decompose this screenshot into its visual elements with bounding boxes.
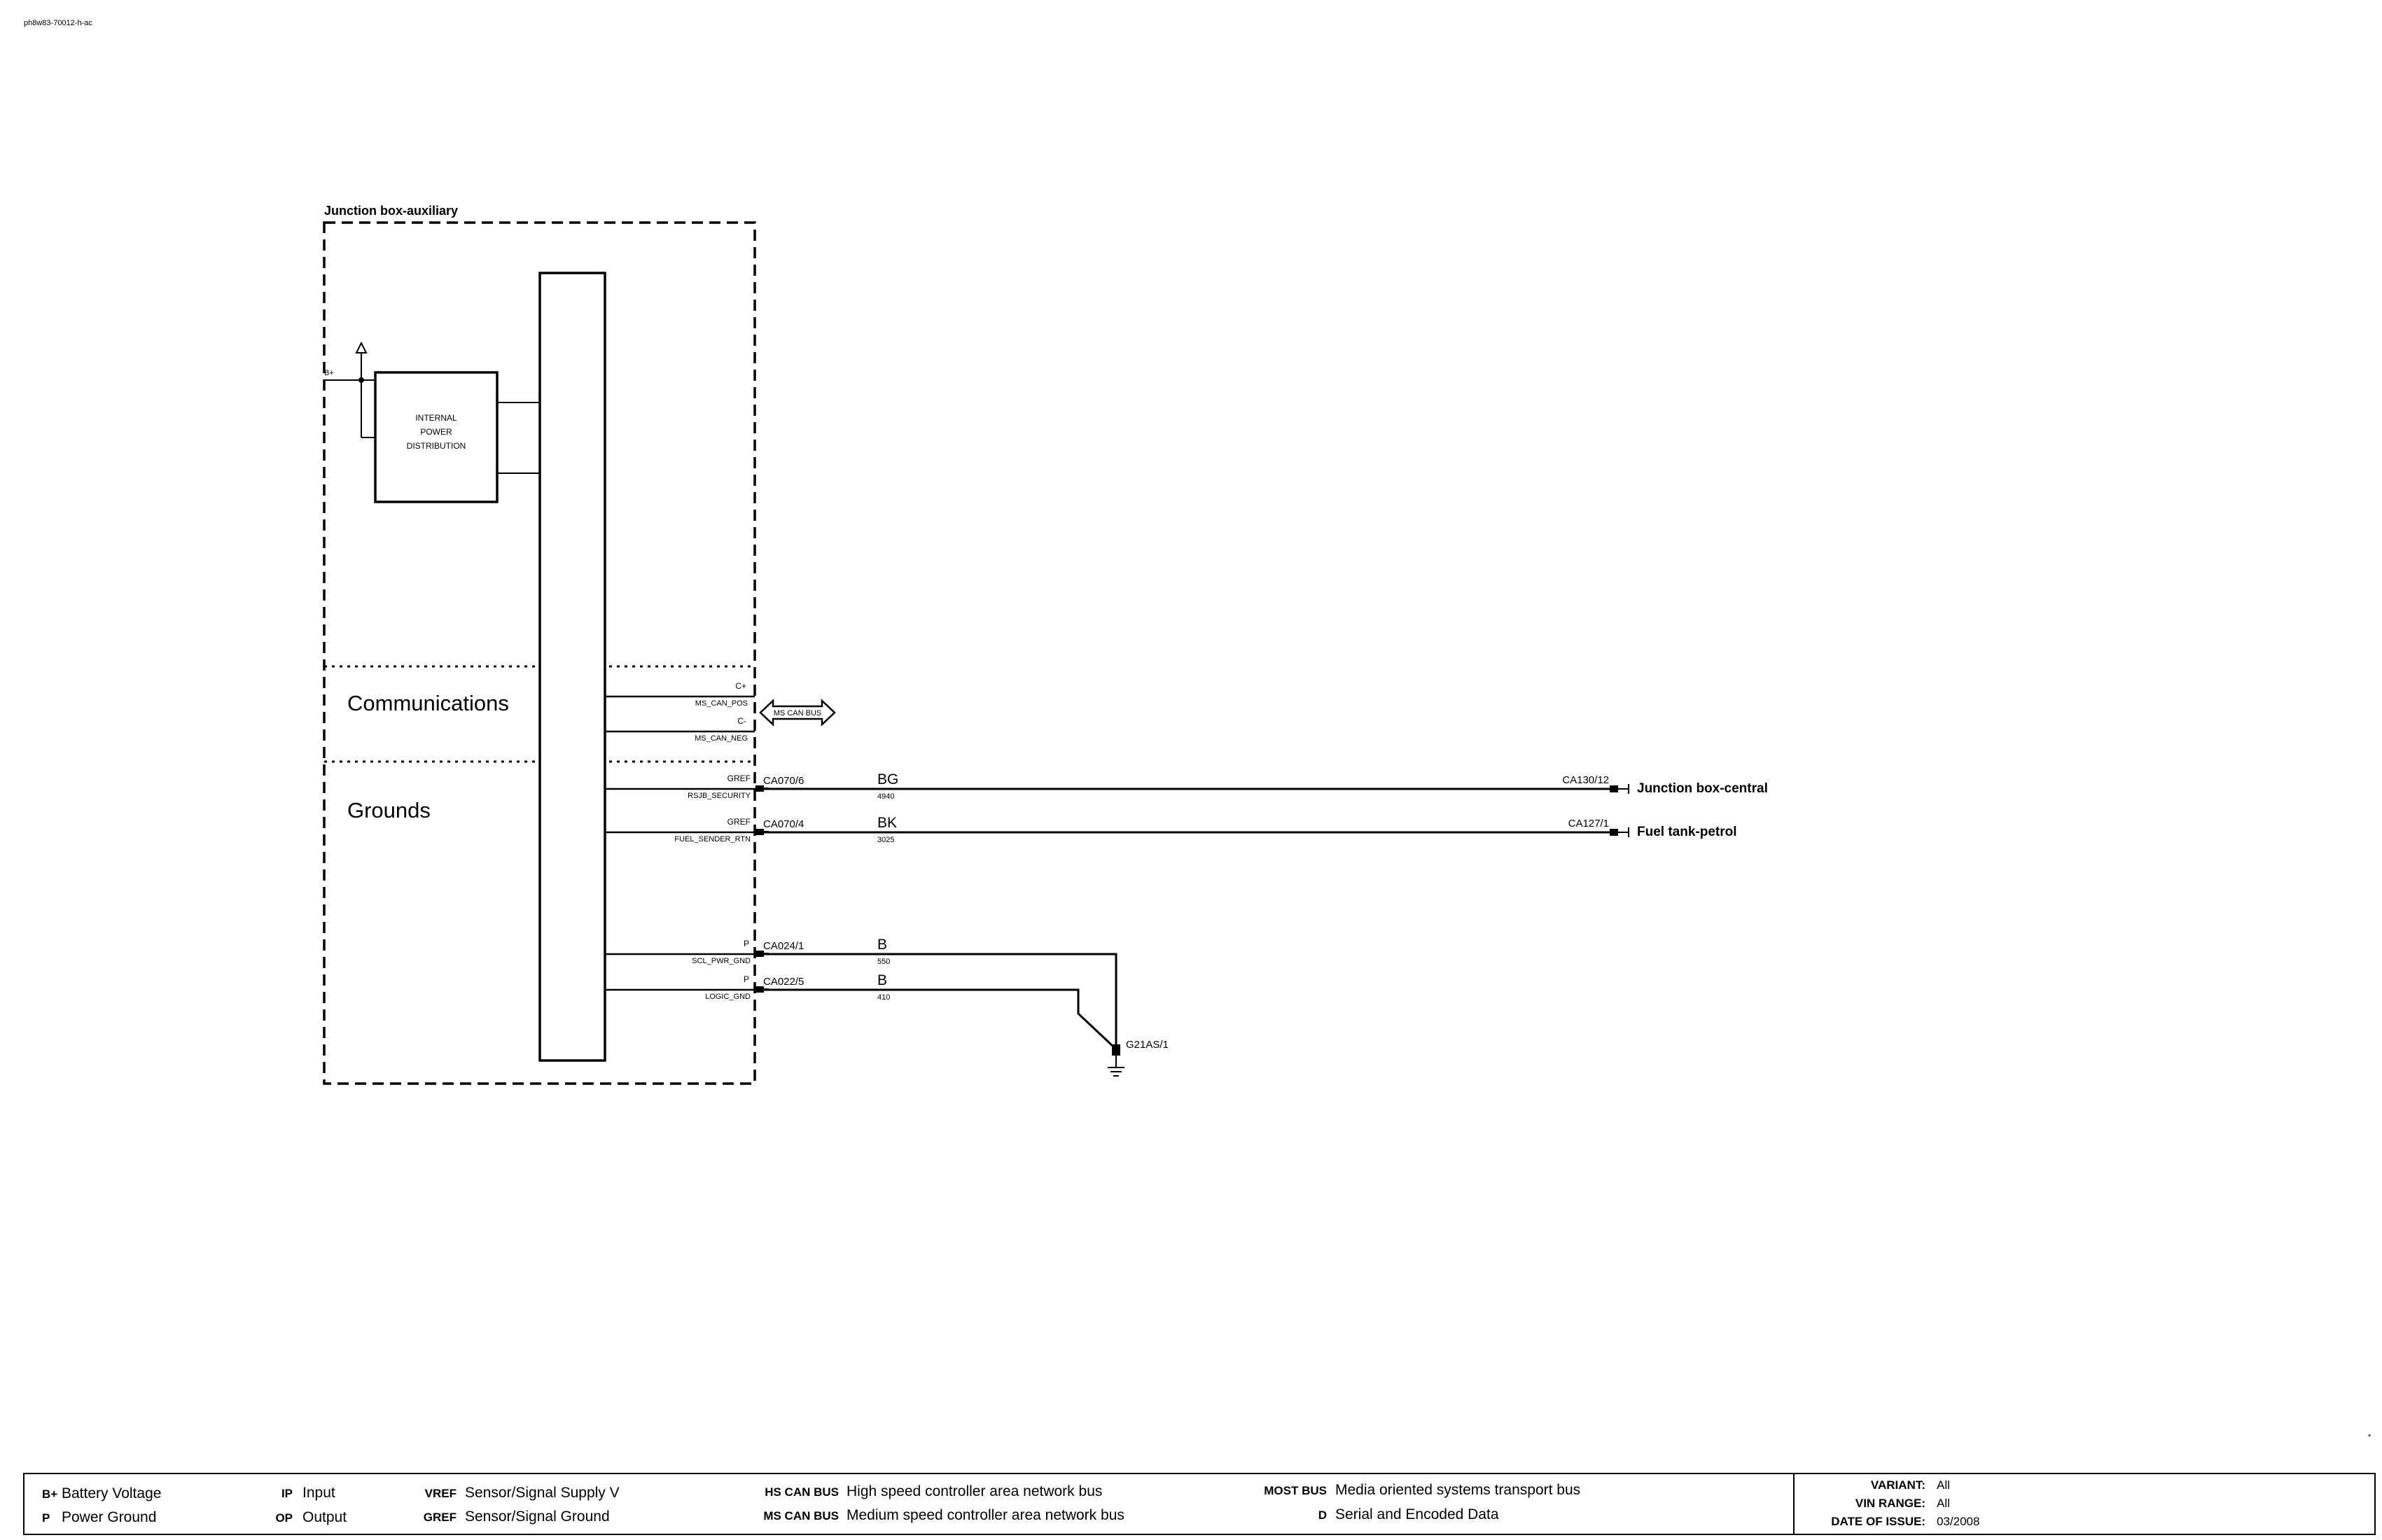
legend-desc: Media oriented systems transport bus	[1335, 1482, 1580, 1498]
legend-abbr: GREF	[424, 1511, 457, 1524]
destination-junction-box-central: Junction box-central	[1637, 781, 1768, 796]
ipd-label-line-3: DISTRIBUTION	[407, 441, 466, 451]
module-title: Junction box-auxiliary	[324, 204, 458, 218]
wire-scl-pwr-gnd-ground	[755, 953, 1117, 1046]
pin-type: C+	[735, 681, 746, 691]
connector-id: CA070/4	[763, 818, 804, 830]
ipd-label-line-2: POWER	[420, 427, 452, 437]
legend-desc: Output	[302, 1509, 347, 1525]
legend-desc: Medium speed controller area network bus	[847, 1507, 1124, 1523]
connector-bar	[538, 272, 606, 1062]
legend-abbr: OP	[275, 1511, 293, 1525]
legend-abbr: P	[42, 1511, 50, 1525]
legend-desc: Power Ground	[62, 1509, 156, 1525]
far-connector-id: CA127/1	[1568, 818, 1609, 830]
legend-abbr: B+	[42, 1488, 57, 1501]
grounds-label: Grounds	[347, 798, 431, 822]
bus-label: MS CAN BUS	[774, 709, 821, 718]
info-value: All	[1937, 1497, 1950, 1510]
ipd-label-line-1: INTERNAL	[415, 413, 457, 423]
far-terminals	[1610, 784, 1629, 837]
wire-color: BG	[877, 771, 898, 788]
legend-abbr: VREF	[425, 1487, 457, 1500]
info-label: DATE OF ISSUE:	[1831, 1515, 1925, 1528]
legend-desc: Sensor/Signal Ground	[465, 1508, 610, 1525]
pin-type: GREF	[727, 817, 751, 827]
ms-can-bus-arrow-icon	[759, 699, 836, 727]
ground-symbol-icon	[1108, 1044, 1124, 1077]
far-connector-id: CA130/12	[1562, 774, 1609, 786]
pin-name: SCL_PWR_GND	[692, 957, 751, 965]
wire-color: BK	[877, 815, 897, 831]
circuit-number: 4940	[877, 792, 894, 801]
legend-abbr: MS CAN BUS	[763, 1509, 839, 1522]
circuit-number: 550	[877, 958, 890, 966]
document-id: ph8w83-70012-h-ac	[24, 19, 92, 27]
pin-type: GREF	[727, 774, 751, 783]
pin-name: RSJB_SECURITY	[688, 792, 751, 800]
legend-desc: Input	[302, 1485, 335, 1501]
communications-label: Communications	[347, 691, 509, 715]
terminal-set	[755, 785, 769, 993]
ground-label: G21AS/1	[1126, 1039, 1169, 1051]
battery-label: B+	[324, 369, 334, 377]
circuit-number: 410	[877, 993, 890, 1002]
info-label: VIN RANGE:	[1855, 1497, 1925, 1510]
legend-abbr: MOST BUS	[1264, 1484, 1327, 1497]
pin-name: MS_CAN_NEG	[695, 734, 748, 743]
legend-panel	[23, 1473, 2376, 1535]
circuit-number: 3025	[877, 836, 894, 844]
legend-abbr: IP	[281, 1487, 293, 1500]
corner-mark: *	[2368, 1433, 2371, 1441]
info-value: All	[1937, 1478, 1950, 1492]
info-value: 03/2008	[1937, 1515, 1979, 1528]
legend-abbr: D	[1318, 1508, 1327, 1522]
splice-dot	[358, 377, 364, 383]
module-boundary	[323, 221, 756, 1085]
destination-fuel-tank-petrol: Fuel tank-petrol	[1637, 825, 1737, 839]
pin-name: LOGIC_GND	[705, 993, 751, 1001]
pin-name: MS_CAN_POS	[695, 699, 748, 708]
connector-id: CA070/6	[763, 775, 804, 787]
legend-desc: High speed controller area network bus	[847, 1483, 1102, 1499]
supply-arrow-icon	[355, 341, 368, 354]
legend-abbr: HS CAN BUS	[765, 1485, 839, 1499]
pin-name: FUEL_SENDER_RTN	[674, 835, 751, 844]
pin-type: P	[744, 974, 749, 984]
wire-logic-gnd-ground	[755, 988, 1115, 1048]
pin-type: C-	[737, 716, 746, 726]
wire-color: B	[877, 972, 887, 988]
connector-id: CA024/1	[763, 940, 804, 952]
connector-id: CA022/5	[763, 976, 804, 988]
legend-desc: Serial and Encoded Data	[1335, 1506, 1499, 1522]
wire-color: B	[877, 937, 887, 953]
pin-type: P	[744, 939, 749, 948]
internal-power-distribution-box	[374, 371, 499, 503]
legend-desc: Sensor/Signal Supply V	[465, 1485, 620, 1501]
legend-desc: Battery Voltage	[62, 1485, 161, 1502]
info-label: VARIANT:	[1871, 1478, 1925, 1492]
